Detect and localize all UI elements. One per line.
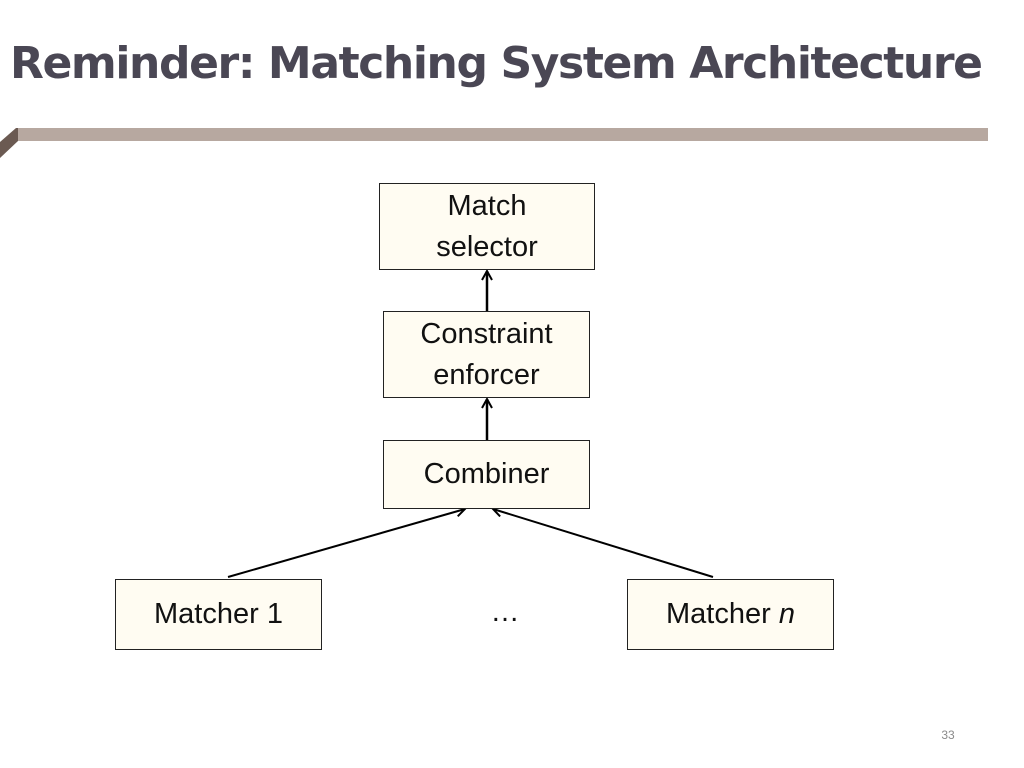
matcher-n-label-variable: n: [778, 598, 795, 630]
match-selector-label-line2: selector: [436, 230, 538, 263]
matcher-n-label-prefix: Matcher: [666, 598, 779, 630]
matcher-1-box: Matcher 1: [115, 579, 322, 650]
title-underline-accent: [0, 128, 18, 158]
arrow-matchern-to-combiner: [493, 509, 714, 578]
match-selector-box: Match selector: [379, 183, 595, 270]
combiner-label: Combiner: [423, 458, 550, 490]
match-selector-label-line1: Match: [447, 189, 527, 222]
page-number: 33: [941, 728, 955, 742]
slide-title: Reminder: Matching System Architecture: [10, 38, 983, 89]
title-underline-bar: [16, 128, 988, 141]
matcher-1-label: Matcher 1: [154, 598, 283, 630]
matchers-ellipsis: …: [490, 596, 520, 628]
arrow-matcher1-to-combiner: [227, 509, 465, 578]
constraint-enforcer-label-line1: Constraint: [420, 317, 553, 350]
constraint-enforcer-label-line2: enforcer: [433, 358, 540, 391]
constraint-enforcer-box: Constraint enforcer: [383, 311, 590, 398]
matcher-n-box: Matcher n: [627, 579, 834, 650]
combiner-box: Combiner: [383, 440, 590, 509]
matcher-n-label: Matcher n: [666, 594, 795, 635]
